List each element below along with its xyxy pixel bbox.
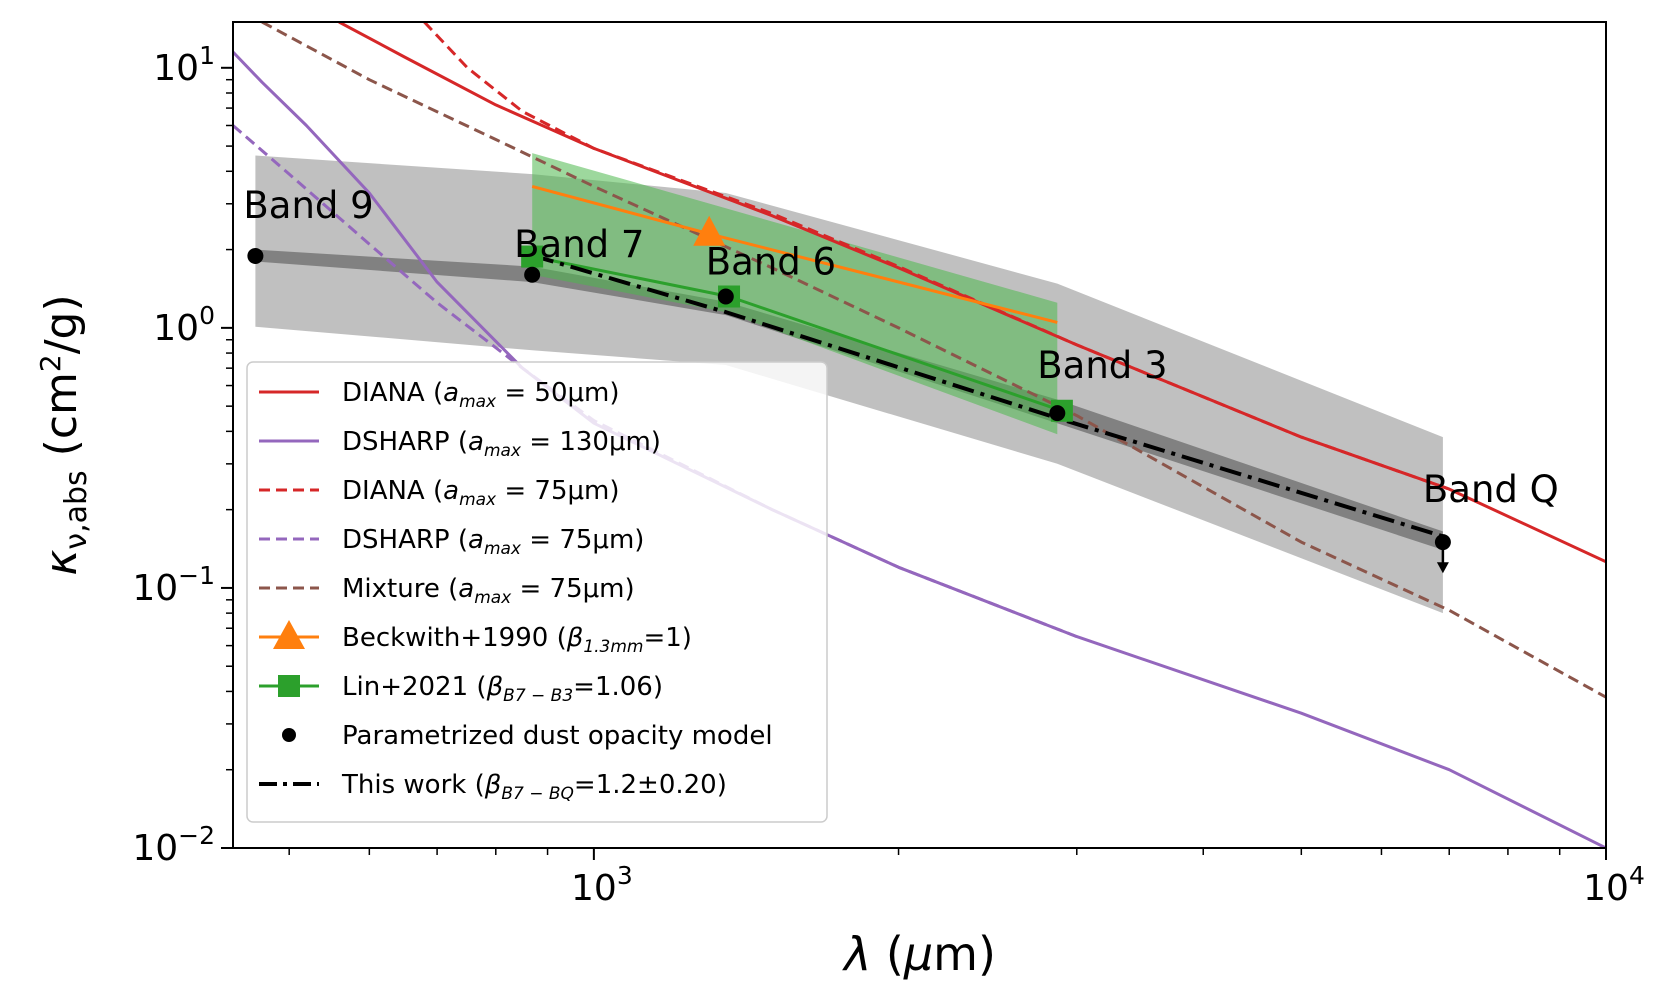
legend-label-0: DIANA (amax = 50μm) [342,378,620,412]
annotation-band-7: Band 7 [514,223,644,266]
legend-label-7: Parametrized dust opacity model [342,721,773,751]
data-point-parametrized-dust-opacity-model-0 [247,247,264,264]
legend-label-5: Beckwith+1990 (β1.3mm=1) [342,623,692,657]
x-axis-label: λ (μm) [841,927,996,981]
y-tick-label-0: 10−2 [132,821,215,869]
x-tick-label-1000: 103 [571,861,633,909]
series-line-mixture-a-max-75-m [261,22,1606,699]
y-tick-label-2: 100 [153,301,215,349]
x-tick-label-10000: 104 [1583,861,1645,909]
data-point-parametrized-dust-opacity-model-2 [717,288,734,305]
marker-layer [247,215,1451,574]
legend-label-4: Mixture (amax = 75μm) [342,574,635,608]
annotation-band-3: Band 3 [1037,344,1167,387]
y-axis-label: κν,abs (cm2/g) [34,294,94,575]
legend-box [246,361,828,823]
legend-label-8: This work (βB7 − BQ=1.2±0.20) [341,770,727,804]
legend: DIANA (amax = 50μm) DSHARP (amax = 130μm)… [246,361,828,823]
legend-marker-6 [278,675,300,697]
data-point-beckwith-1990-1-3mm-1-0 [693,215,726,246]
legend-marker-7 [282,728,296,742]
plot-frame [232,21,1607,849]
y-tick-label-1: 10−1 [132,561,215,609]
annotation-layer: Band 9 Band 7 Band 6 Band 3 Band Q [243,184,1558,511]
legend-label-3: DSHARP (amax = 75μm) [342,525,644,559]
legend-label-2: DIANA (amax = 75μm) [342,476,620,510]
data-point-lin-2021-b7-b3-1-06-0 [521,245,544,268]
upper-limit-arrow-head [1436,562,1449,574]
legend-label-1: DSHARP (amax = 130μm) [342,427,661,461]
annotation-band-6: Band 6 [706,241,836,284]
legend-marker-5 [273,620,305,649]
annotation-band-9: Band 9 [243,184,373,227]
y-tick-label-3: 101 [153,41,215,89]
data-point-parametrized-dust-opacity-model-3 [1049,405,1066,422]
annotation-band-q: Band Q [1423,468,1559,511]
data-point-parametrized-dust-opacity-model-1 [524,266,541,283]
series-line-this-work-b7-bq-1-2-0-20 [531,253,1444,539]
series-line-diana-a-max-75-m [423,22,1450,491]
legend-label-6: Lin+2021 (βB7 − B3=1.06) [342,672,663,706]
tick-layer: 103 104 10−2 10−1 100 101 [132,41,1645,909]
